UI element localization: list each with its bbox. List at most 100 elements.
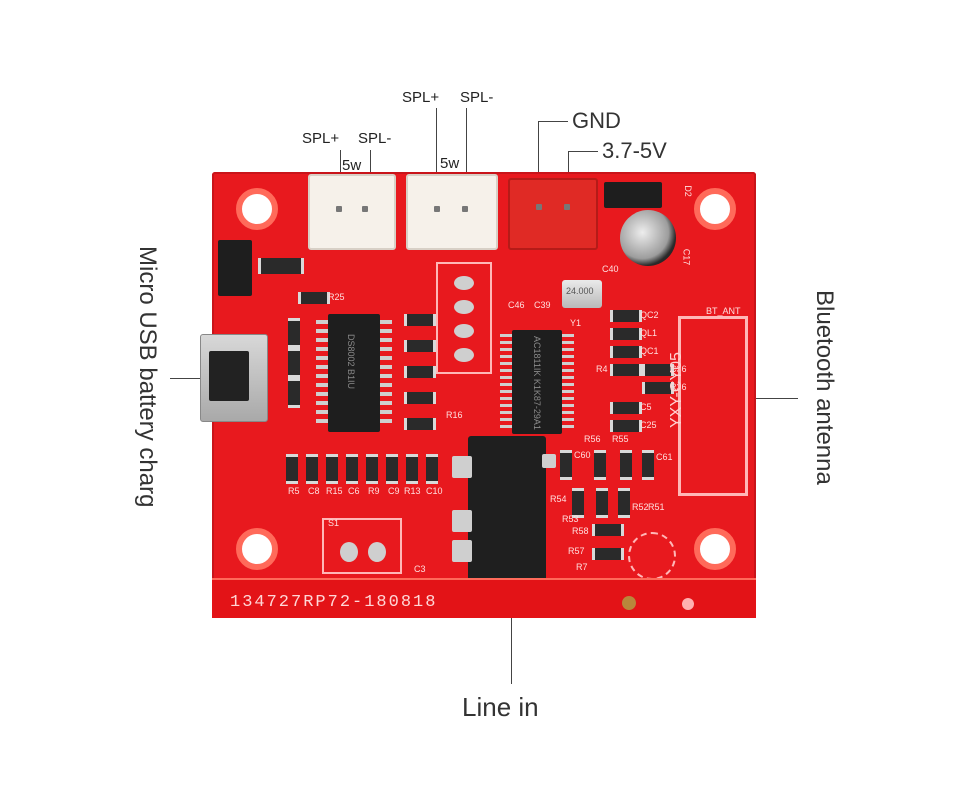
module-text: YXY-CY05 <box>668 352 685 428</box>
leader-spk2-plus <box>436 108 437 202</box>
spk2-power-label: 5w <box>440 155 460 172</box>
silk-c39: C39 <box>534 300 551 310</box>
silk-r51: R51 <box>648 502 665 512</box>
bt-legs-left <box>500 334 512 430</box>
passive-c61 <box>642 450 654 480</box>
passive-r3 <box>404 366 436 378</box>
silk-c6: C6 <box>348 486 360 496</box>
leader-usb <box>170 378 210 379</box>
passive-r57 <box>592 548 624 560</box>
passive-r53 <box>572 488 584 518</box>
bt-chip-text: AC1811IK K1K87-29A1 <box>532 336 542 430</box>
passive-b8 <box>426 454 438 484</box>
silk-r25: R25 <box>328 292 345 302</box>
silk-c60: C60 <box>574 450 591 460</box>
micro-usb-port <box>200 334 268 422</box>
leader-spk2-minus <box>466 108 467 202</box>
silk-c9: C9 <box>388 486 400 496</box>
silk-c46: C46 <box>508 300 525 310</box>
diode-d2 <box>604 182 662 208</box>
silk-r55: R55 <box>612 434 629 444</box>
passive-c36 <box>642 364 674 376</box>
silk-y1: Y1 <box>570 318 582 328</box>
silk-qc1: QC1 <box>640 346 659 356</box>
passive-r4 <box>404 392 436 404</box>
speaker-connector-2 <box>406 174 498 250</box>
amplifier-chip: DS8002 B1IU <box>328 314 380 432</box>
silk-c17: C17 <box>681 248 692 266</box>
silk-r52: R52 <box>632 502 649 512</box>
leader-line-in <box>511 612 512 684</box>
passive-r52 <box>596 488 608 518</box>
amp-legs-left <box>316 320 328 426</box>
test-pad-2 <box>682 598 694 610</box>
test-pad-1 <box>622 596 636 610</box>
diode-left <box>218 240 252 296</box>
silk-d2: D2 <box>682 185 693 197</box>
passive-b7 <box>406 454 418 484</box>
leader-gnd-v <box>538 121 539 199</box>
leader-volt-h <box>568 151 598 152</box>
passive-b2 <box>306 454 318 484</box>
amp-legs-right <box>380 320 392 426</box>
bottom-strip <box>212 578 756 618</box>
passive-r58 <box>592 524 624 536</box>
usb-label: Micro USB battery charg <box>134 246 161 508</box>
passive-l1 <box>288 318 300 348</box>
leader-gnd-h <box>538 121 568 122</box>
passive-b3 <box>326 454 338 484</box>
resistor-r25 <box>298 292 330 304</box>
passive-b6 <box>386 454 398 484</box>
passive-ql1 <box>610 328 642 340</box>
passive-qc2 <box>610 310 642 322</box>
bt-legs-right <box>562 334 574 430</box>
amp-chip-text: DS8002 B1IU <box>346 334 356 390</box>
passive-r4 <box>610 364 642 376</box>
resistor-r82 <box>258 258 304 274</box>
silk-c10: C10 <box>426 486 443 496</box>
gnd-label: GND <box>572 108 621 133</box>
silk-r16: R16 <box>446 410 463 420</box>
spk2-minus-label: SPL- <box>460 89 494 106</box>
passive-r36 <box>642 382 674 394</box>
silk-s1: S1 <box>328 518 340 528</box>
electrolytic-capacitor <box>620 210 676 266</box>
spk1-minus-label: SPL- <box>358 130 392 147</box>
silk-r9: R9 <box>368 486 380 496</box>
board-serial: 134727RP72-180818 <box>230 593 438 612</box>
passive-l2 <box>288 348 300 378</box>
silk-bt-ant: BT_ANT <box>706 306 741 316</box>
silk-c8: C8 <box>308 486 320 496</box>
passive-b4 <box>346 454 358 484</box>
passive-c25 <box>610 420 642 432</box>
silk-r57: R57 <box>568 546 585 556</box>
pad-block <box>436 262 492 374</box>
led-outline <box>628 532 676 580</box>
speaker-connector-1 <box>308 174 396 250</box>
leader-bluetooth <box>740 398 798 399</box>
passive-r55 <box>620 450 632 480</box>
power-connector <box>508 178 598 250</box>
bt-antenna-outline <box>678 316 748 496</box>
pcb-board: D2 C17 R25 DS8002 B1IU C46 C39 C40 Y1 24… <box>200 172 756 618</box>
line-in-label: Line in <box>462 692 539 722</box>
silk-c61: C61 <box>656 452 673 462</box>
mount-hole-tl <box>236 188 278 230</box>
passive-c5 <box>610 402 642 414</box>
silk-c3: C3 <box>414 564 426 574</box>
passive-r1 <box>404 314 436 326</box>
bluetooth-chip: AC1811IK K1K87-29A1 <box>512 330 562 434</box>
passive-r2 <box>404 340 436 352</box>
crystal-y1: 24.000 <box>562 280 602 308</box>
silk-r53: R53 <box>562 514 579 524</box>
passive-r51 <box>618 488 630 518</box>
silk-r58: R58 <box>572 526 589 536</box>
voltage-label: 3.7-5V <box>602 138 667 163</box>
silk-r15: R15 <box>326 486 343 496</box>
silk-qc2: QC2 <box>640 310 659 320</box>
spk2-plus-label: SPL+ <box>402 89 440 106</box>
passive-l3 <box>288 378 300 408</box>
mount-hole-br <box>694 528 736 570</box>
mount-hole-tr <box>694 188 736 230</box>
bluetooth-label: Bluetooth antenna <box>811 290 838 485</box>
